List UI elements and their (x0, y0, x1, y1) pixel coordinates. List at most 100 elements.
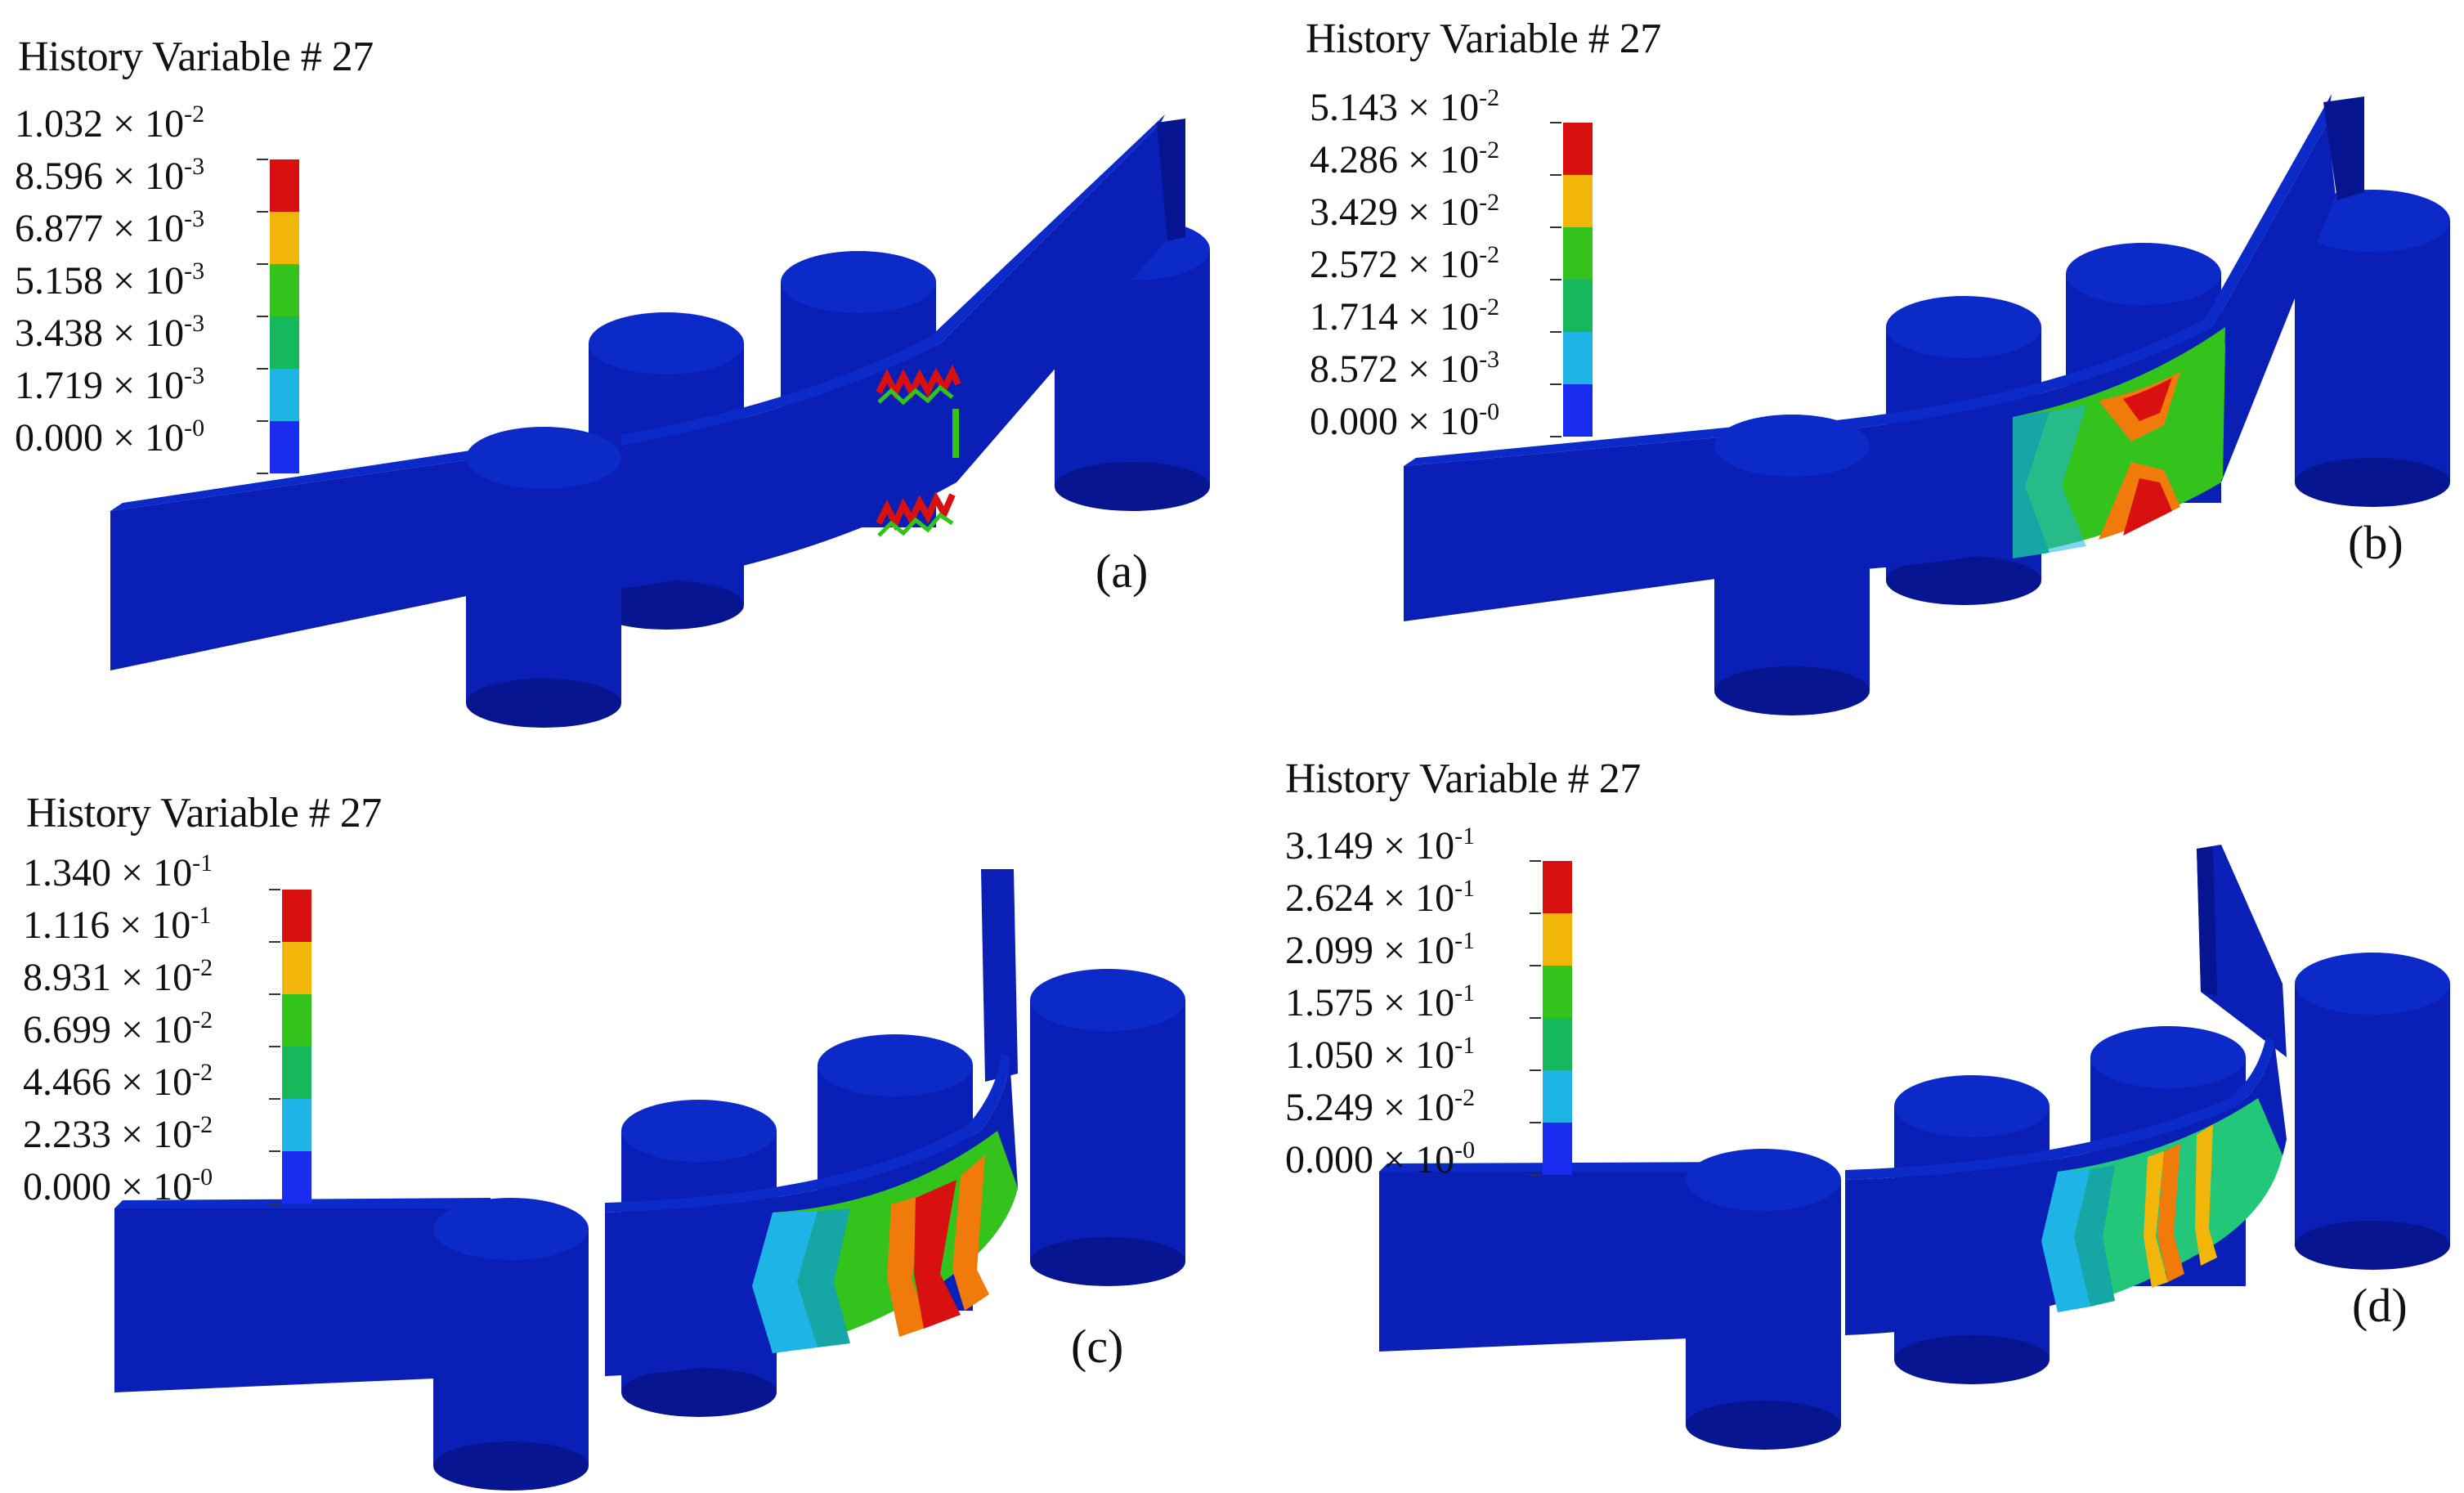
roller-front-top (1686, 1149, 1841, 1211)
roller-back-1-top (1894, 1075, 2050, 1137)
legend-value-exponent: -2 (1479, 84, 1500, 111)
strip-top-edge (1404, 424, 1767, 466)
legend-value-mantissa: 8.596 × 10 (15, 155, 185, 198)
legend-value-exponent: -1 (192, 850, 213, 877)
colorbar-segment (270, 369, 299, 421)
legend-value-exponent: -3 (184, 310, 205, 337)
roller-front-top (466, 427, 621, 489)
legend-value: 6.699 × 10-2 (23, 1008, 213, 1050)
colorbar-tick (1530, 1069, 1541, 1071)
legend-value-exponent: -3 (1479, 346, 1500, 373)
colorbar-a (257, 159, 299, 474)
legend-value-exponent: -2 (192, 954, 213, 981)
legend-value-mantissa: 8.931 × 10 (23, 956, 193, 999)
colorbar-tick (1550, 279, 1561, 280)
roller-back-1-base (1886, 556, 2041, 605)
roller-front-base (1686, 1401, 1841, 1450)
legend-value-mantissa: 5.249 × 10 (1285, 1086, 1455, 1129)
colorbar-tick (269, 1046, 280, 1047)
legend-value-mantissa: 0.000 × 10 (23, 1165, 193, 1208)
legend-value-exponent: -1 (1454, 875, 1476, 902)
legend-value-exponent: -1 (1454, 980, 1476, 1007)
roller-right-top (1030, 969, 1185, 1031)
colorbar-tick (257, 211, 268, 213)
roller-right-base (2295, 1221, 2450, 1270)
legend-value: 4.466 × 10-2 (23, 1060, 213, 1102)
fea-model-b (1404, 94, 2450, 715)
panel-label-c: (c) (1071, 1320, 1124, 1373)
legend-value-exponent: -3 (184, 205, 205, 232)
roller-right-base (1055, 462, 1210, 511)
roller-front-base (466, 679, 621, 728)
colorbar-segment (282, 1099, 311, 1151)
legend-title-c: History Variable # 27 (26, 790, 382, 836)
roller-back-2-top (781, 251, 936, 313)
roller-back-1-top (621, 1100, 777, 1162)
colorbar-segment (1543, 1123, 1572, 1175)
colorbar-segment (270, 212, 299, 264)
colorbar-tick (269, 1203, 280, 1204)
legend-value-exponent: -0 (1454, 1137, 1476, 1163)
strip-end-plate (2197, 845, 2287, 1057)
roller-front (433, 1229, 589, 1466)
colorbar-segment (282, 994, 311, 1047)
legend-value: 0.000 × 10-0 (1285, 1138, 1475, 1180)
legend-value-exponent: -2 (192, 1111, 213, 1138)
legend-value-mantissa: 2.099 × 10 (1285, 929, 1455, 972)
colorbar-segment (1543, 1018, 1572, 1070)
colorbar-segment (270, 264, 299, 316)
legend-value-mantissa: 1.719 × 10 (15, 364, 185, 407)
legend-value-mantissa: 2.233 × 10 (23, 1113, 193, 1156)
legend-value-mantissa: 1.032 × 10 (15, 102, 185, 146)
legend-value-exponent: -0 (184, 415, 205, 442)
stress-dots (952, 409, 959, 458)
colorbar-tick (1550, 174, 1561, 176)
roller-back-1-base (1894, 1335, 2050, 1384)
strip-end-plate-face (2197, 846, 2217, 996)
colorbar-segment (282, 942, 311, 994)
legend-title-d: History Variable # 27 (1285, 755, 1641, 802)
legend-value-mantissa: 3.149 × 10 (1285, 824, 1455, 868)
colorbar-segment (1543, 966, 1572, 1018)
colorbar-tick (1530, 1017, 1541, 1019)
roller-right (2295, 984, 2450, 1245)
colorbar-c (269, 889, 311, 1204)
legend-value-exponent: -2 (1479, 294, 1500, 321)
strip-flat (110, 458, 482, 670)
legend-value-exponent: -3 (184, 153, 205, 180)
legend-value: 8.931 × 10-2 (23, 956, 213, 998)
colorbar-segment (282, 1047, 311, 1099)
fea-model-c (114, 869, 1185, 1491)
legend-value-exponent: -3 (184, 362, 205, 389)
strip-end-plate (2323, 96, 2364, 200)
strip-bend-top (1845, 1037, 2274, 1180)
colorbar-tick (269, 1150, 280, 1152)
legend-value-exponent: -2 (192, 1007, 213, 1033)
colorbar-segment (1563, 175, 1593, 227)
colorbar-tick (257, 368, 268, 370)
legend-value-exponent: -1 (1454, 927, 1476, 954)
colorbar-segment (282, 1151, 311, 1204)
stress-zone-bottom (876, 491, 956, 537)
colorbar-segment (270, 316, 299, 369)
strip-flat (114, 1208, 491, 1392)
colorbar-tick (1550, 331, 1561, 333)
colorbar-segment (270, 159, 299, 212)
colorbar-segment (270, 421, 299, 473)
legend-value: 5.158 × 10-3 (15, 259, 204, 301)
legend-value-mantissa: 1.714 × 10 (1310, 295, 1480, 339)
roller-back-2-top (2066, 243, 2221, 305)
colorbar-tick (257, 159, 268, 160)
stress-region (2013, 327, 2225, 558)
colorbar-tick (269, 1098, 280, 1100)
legend-value-mantissa: 2.572 × 10 (1310, 243, 1480, 286)
colorbar-tick (1530, 912, 1541, 914)
legend-value-exponent: -0 (192, 1163, 213, 1190)
colorbar-tick (1550, 436, 1561, 437)
colorbar-tick (1550, 383, 1561, 385)
legend-value-mantissa: 0.000 × 10 (1285, 1138, 1455, 1181)
legend-value-mantissa: 3.438 × 10 (15, 312, 185, 355)
